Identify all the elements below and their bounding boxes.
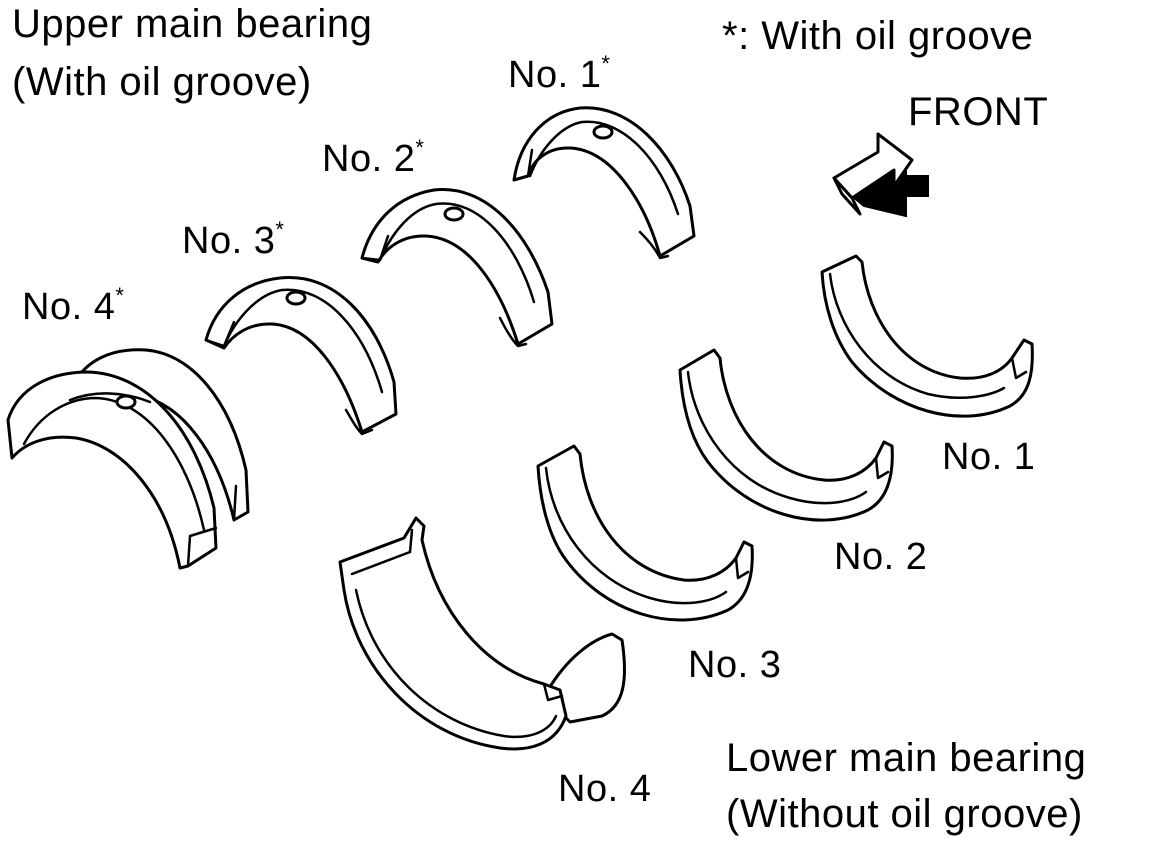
- lower-bearing-no3-label: No. 3: [688, 644, 782, 686]
- upper-no3-text: No. 3: [182, 220, 276, 262]
- upper-title-line1: Upper main bearing: [12, 2, 373, 46]
- lower-bearing-no2: [678, 348, 894, 522]
- upper-no1-text: No. 1: [508, 54, 602, 96]
- front-label: FRONT: [908, 90, 1049, 134]
- lower-title-line1: Lower main bearing: [726, 736, 1087, 780]
- lower-bearing-no3: [536, 444, 754, 622]
- upper-bearing-no4-label: No. 4*: [22, 285, 124, 328]
- lower-title-line2: (Without oil groove): [726, 792, 1083, 836]
- upper-bearing-no2-label: No. 2*: [322, 137, 424, 180]
- legend-note: *: With oil groove: [722, 14, 1034, 58]
- upper-bearing-no4: [6, 348, 250, 570]
- upper-no4-mark: *: [115, 283, 125, 308]
- upper-bearing-no3-label: No. 3*: [182, 219, 284, 262]
- upper-title-line2: (With oil groove): [12, 60, 312, 104]
- upper-no3-mark: *: [275, 217, 285, 242]
- lower-bearing-no1: [820, 254, 1034, 418]
- upper-bearing-no1: [512, 106, 696, 260]
- upper-no1-mark: *: [601, 51, 611, 76]
- upper-bearing-no2: [360, 188, 554, 348]
- upper-no2-mark: *: [415, 135, 425, 160]
- upper-bearing-no1-label: No. 1*: [508, 53, 610, 96]
- upper-bearing-no3: [204, 275, 398, 436]
- lower-bearing-no4: [338, 516, 626, 751]
- upper-no4-text: No. 4: [22, 286, 116, 328]
- lower-bearing-no4-label: No. 4: [558, 768, 652, 810]
- lower-bearing-no1-label: No. 1: [942, 436, 1036, 478]
- upper-no2-text: No. 2: [322, 138, 416, 180]
- front-arrow-icon: [832, 132, 929, 218]
- lower-bearing-no2-label: No. 2: [834, 536, 928, 578]
